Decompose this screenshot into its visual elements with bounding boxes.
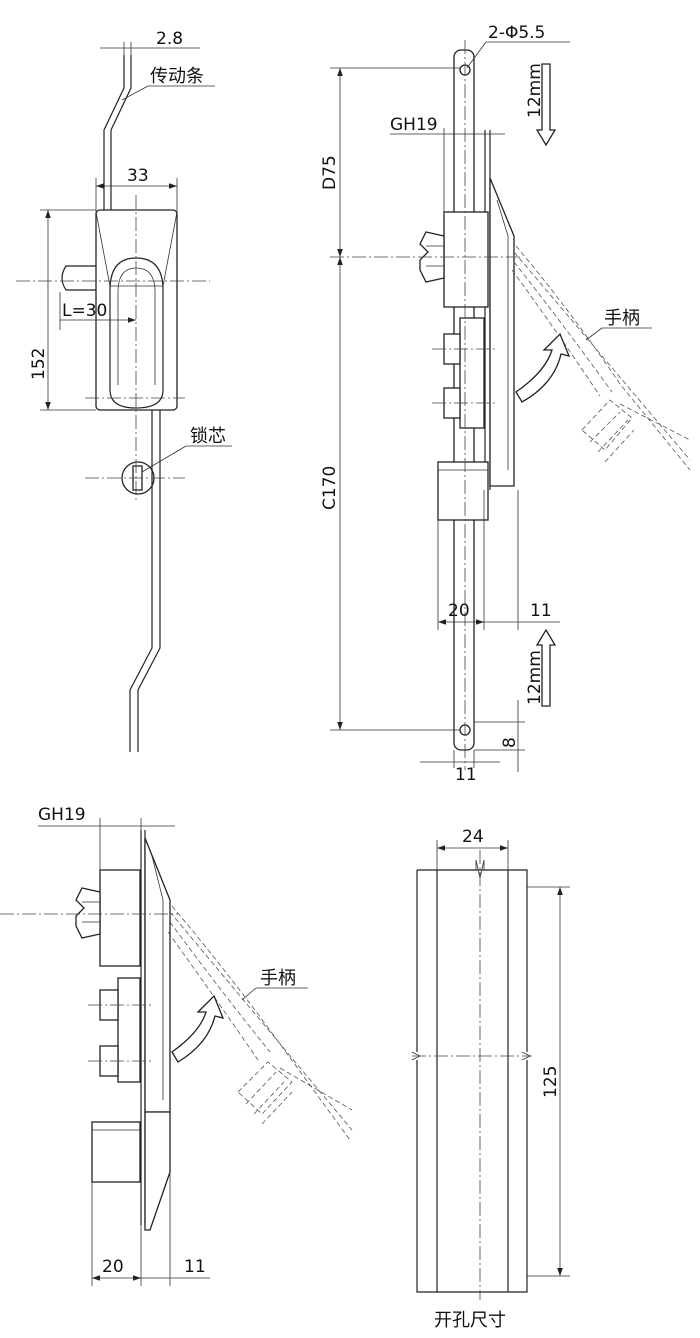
dim-152: 152 bbox=[29, 348, 49, 380]
side-view-2: GH19 20 11 手柄 bbox=[0, 805, 353, 1286]
dim-20-top: 20 bbox=[448, 601, 470, 621]
dim-c170: C170 bbox=[320, 466, 340, 510]
nut2-plate bbox=[117, 977, 141, 1083]
dim-2phi: 2-Φ5.5 bbox=[488, 23, 545, 43]
open-handle-phantom bbox=[511, 245, 691, 471]
dim-8: 8 bbox=[500, 737, 520, 748]
handle2-lower bbox=[144, 1111, 171, 1231]
open-handle2-phantom bbox=[167, 905, 353, 1141]
dim-2-8: 2.8 bbox=[156, 29, 183, 49]
cutout-view: 24 125 开孔尺寸 bbox=[411, 827, 570, 1331]
handle-bevel bbox=[95, 211, 178, 287]
base-block-upper bbox=[443, 211, 489, 308]
rotate2-arrow-icon bbox=[171, 994, 225, 1063]
lock-core-label: 锁芯 bbox=[190, 426, 226, 447]
dim-11-top: 11 bbox=[530, 601, 552, 621]
cutout-outline bbox=[416, 869, 528, 1293]
dim-125: 125 bbox=[541, 1066, 561, 1098]
drive-bar-bottom bbox=[129, 410, 161, 752]
handle-profile-inner bbox=[496, 199, 509, 470]
front-view: 2.8 传动条 33 152 L=30 锁芯 bbox=[16, 29, 232, 752]
nut-plate bbox=[459, 317, 485, 429]
dim-gh19-top: GH19 bbox=[390, 115, 438, 135]
dim-11-bottom: 11 bbox=[455, 765, 477, 785]
dim-24: 24 bbox=[462, 827, 484, 847]
down-arrow-icon bbox=[535, 63, 557, 147]
dim-12mm-top: 12mm bbox=[525, 63, 545, 118]
lock2-cylinder bbox=[75, 887, 101, 939]
drive-bar-leader bbox=[121, 85, 149, 101]
drive-bar-label: 传动条 bbox=[150, 66, 204, 87]
handle-top-label: 手柄 bbox=[604, 308, 640, 329]
handle-bottom-leader bbox=[241, 987, 257, 1001]
dim-l30: L=30 bbox=[62, 301, 107, 321]
dim-d75: D75 bbox=[320, 155, 340, 190]
dim-gh19-bottom: GH19 bbox=[38, 805, 86, 825]
drive-bar-top bbox=[103, 55, 132, 210]
handle-top-leader bbox=[585, 327, 603, 341]
dim-33: 33 bbox=[127, 166, 149, 186]
rotate-arrow-icon bbox=[515, 332, 571, 403]
phi-leader bbox=[466, 41, 487, 69]
handle-body bbox=[95, 209, 178, 411]
up-arrow-icon bbox=[535, 628, 557, 707]
side-view: 2-Φ5.5 D75 C170 GH19 12mm 20 11 12mm 8 bbox=[320, 23, 691, 785]
dim-12mm-bottom: 12mm bbox=[525, 650, 545, 705]
base2-block-lower bbox=[91, 1121, 141, 1183]
cutout-size-label: 开孔尺寸 bbox=[434, 1310, 506, 1331]
dim-11-side: 11 bbox=[184, 1257, 206, 1277]
base2-block-upper bbox=[99, 869, 141, 967]
dim-20-bottom: 20 bbox=[102, 1257, 124, 1277]
handle-bottom-label: 手柄 bbox=[260, 968, 296, 989]
handle-profile bbox=[489, 177, 515, 487]
lock-core-leader bbox=[141, 445, 187, 473]
side-latch bbox=[61, 265, 96, 291]
handle2-profile-inner bbox=[151, 855, 164, 1100]
handle-slot bbox=[109, 257, 164, 409]
base-block-lower bbox=[437, 461, 489, 521]
